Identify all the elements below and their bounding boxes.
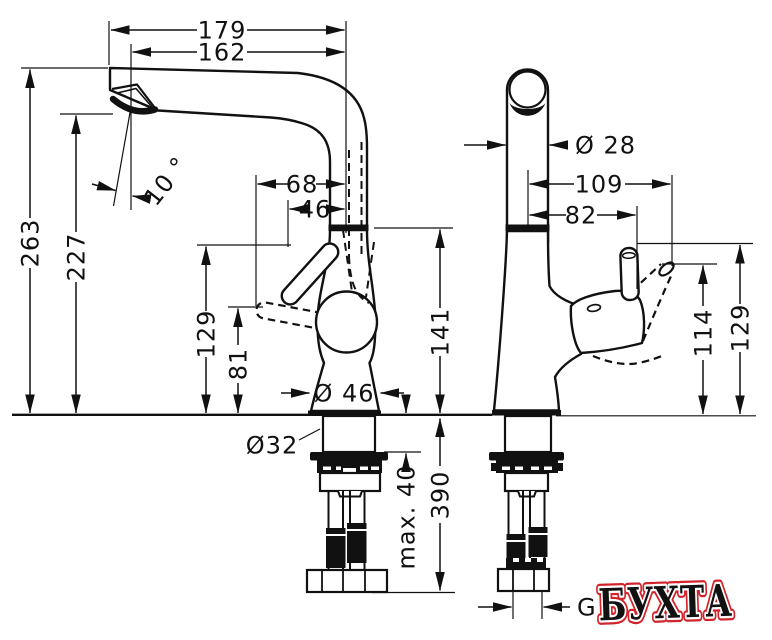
dim-label-81: 81 [224,348,252,381]
hidden-waterway-dashed [342,142,375,298]
handle-upright [619,246,640,302]
dim-label-263: 263 [16,219,44,268]
dim-handle-reach-open: 68 [255,170,345,306]
watermark-text: БУХТА [598,576,734,632]
dim-label-141: 141 [426,308,454,357]
watermark: БУХТА БУХТА [593,571,738,636]
dim-height-outlet: 227 [60,113,113,414]
dim-label-227: 227 [62,233,90,282]
dim-label-10deg: 10 ° [139,151,194,211]
dim-handle-height-top: 129 [637,242,754,415]
housing-pin-detail [586,303,602,313]
spout-shadow-crescent [509,103,546,116]
side-view-drawing [108,66,389,594]
front-base-bottom [492,410,561,416]
dim-handle-height: 129 [192,244,291,414]
front-seam [505,224,550,231]
front-under-counter-hardware [489,414,564,593]
handle-lever-lowered-dashed [255,301,323,329]
handle-ball-joint [314,290,379,354]
dim-label-82: 82 [565,201,598,229]
dim-handle-reach-closed: 46 [287,195,345,247]
dim-label-129-side: 129 [192,310,220,359]
dim-label-g: G [577,593,597,621]
dim-hose-length: 390 [372,418,455,594]
front-view-drawing [489,68,675,593]
dim-reach-outlet: 162 [132,38,345,66]
dim-reach-overall: 179 [108,16,347,233]
dim-handle-span-tilted: 109 [527,170,673,266]
dim-handle-height-tilted: 114 [662,263,717,415]
dim-label-46: 46 [299,195,332,223]
aerator [109,83,159,115]
dim-label-max40: max. 40 [392,464,420,569]
dim-label-68: 68 [286,170,319,198]
dim-body-height: 141 [374,227,454,414]
dim-handle-span: 82 [529,201,638,289]
dim-label-d32: Ø32 [246,431,298,459]
dim-label-d28: Ø 28 [575,131,636,159]
handle-lever-raised [280,242,340,306]
dim-label-109: 109 [575,170,624,198]
dim-shank-diameter: Ø32 [246,428,321,459]
dim-height-total: 263 [16,67,108,414]
watermark-outline: БУХТА [598,576,734,632]
dim-thread: G [478,592,597,621]
dim-spout-diameter: Ø 28 [464,131,636,159]
dim-label-179: 179 [198,16,247,44]
dim-label-390: 390 [426,471,454,520]
base-bottom [308,410,381,416]
dim-label-129-front: 129 [726,304,754,353]
dim-label-d46: Ø 46 [313,379,374,407]
dim-base-diameter: Ø 46 [281,379,404,407]
side-under-counter-hardware [305,414,389,594]
dim-counter-max: max. 40 [384,394,421,570]
dim-label-162: 162 [198,38,247,66]
spout-seam [328,224,369,231]
counter-deck-line [12,413,756,417]
front-body-outline [492,229,583,412]
spout-top-circle [508,70,547,109]
dim-label-114: 114 [689,309,717,358]
dim-handle-height-low: 81 [224,306,263,414]
